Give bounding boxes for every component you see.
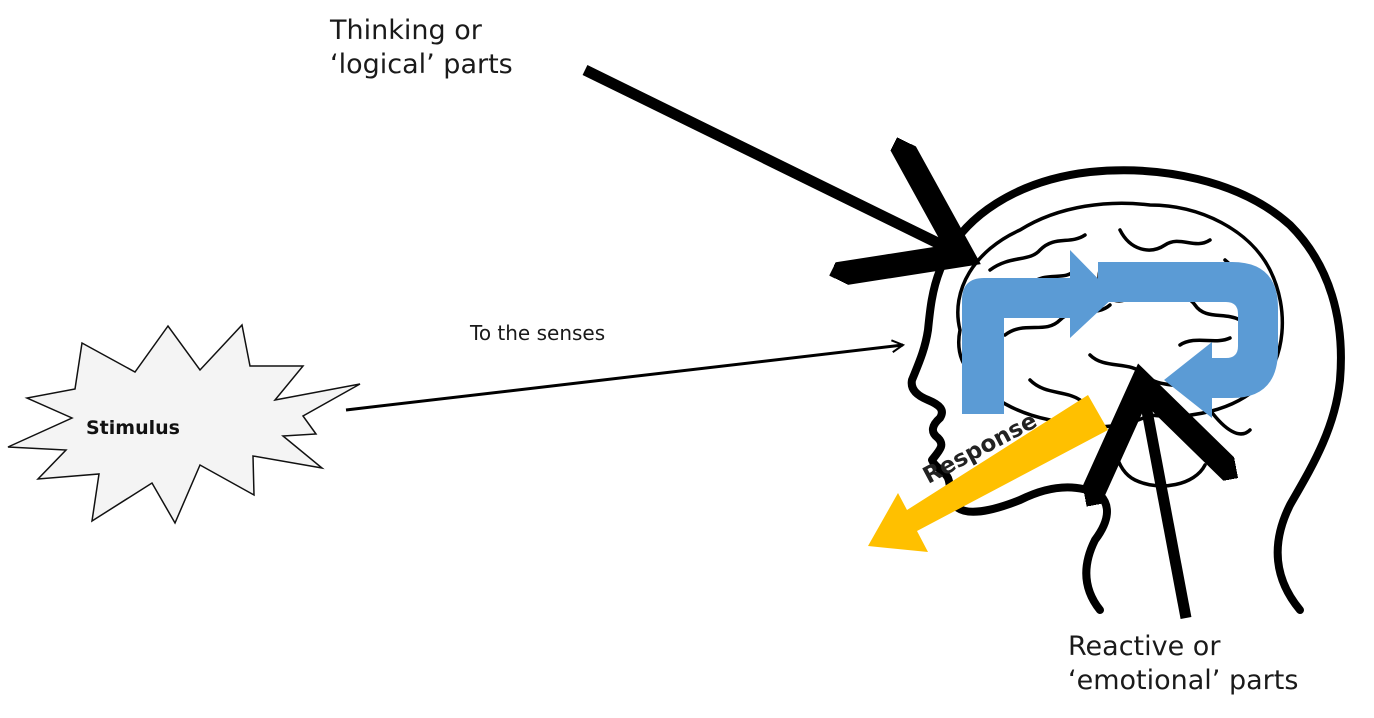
- reactive-parts-label: Reactive or ‘emotional’ parts: [1068, 631, 1299, 696]
- thinking-parts-label: Thinking or ‘logical’ parts: [330, 15, 513, 80]
- loop-arrow-up-right: [962, 250, 1115, 414]
- reactive-arrow: [1144, 395, 1186, 620]
- response-arrow: [868, 395, 1108, 552]
- senses-arrow: [345, 345, 903, 412]
- thinking-arrow: [582, 65, 952, 250]
- to-the-senses-label: To the senses: [470, 321, 606, 345]
- stimulus-burst: [7, 323, 361, 525]
- stimulus-label: Stimulus: [86, 417, 180, 439]
- head-outline: [907, 166, 1345, 614]
